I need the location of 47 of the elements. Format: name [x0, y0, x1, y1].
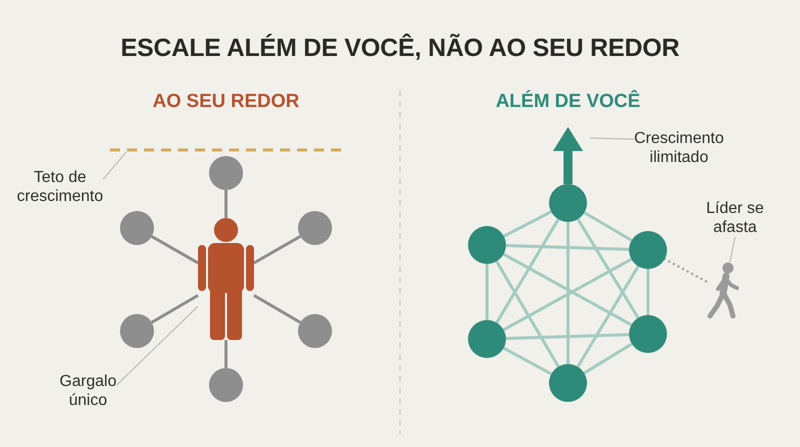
- connector-line: [253, 235, 301, 264]
- node-circle: [298, 211, 332, 245]
- callout-text: Líder se afasta: [704, 199, 766, 237]
- node-circle: [629, 315, 667, 353]
- node-circle: [120, 211, 154, 245]
- connector-line: [224, 190, 228, 218]
- connector-line: [506, 333, 630, 340]
- connector-line: [584, 211, 632, 242]
- arrow: [553, 127, 583, 184]
- connector-line: [583, 342, 633, 374]
- connector-line: [566, 222, 570, 364]
- diagram-title: ESCALE ALÉM DE VOCÊ, NÃO AO SEU REDOR: [120, 34, 680, 62]
- leader-line: [590, 137, 634, 140]
- leader-line: [729, 236, 736, 262]
- connector-line: [495, 260, 560, 368]
- leader-line: [116, 306, 198, 386]
- section-heading: AO SEU REDOR: [152, 91, 300, 113]
- connector-line: [150, 294, 199, 324]
- dotted-line: [663, 258, 708, 283]
- node-circle: [468, 226, 506, 264]
- node-circle: [468, 320, 506, 358]
- node-circle: [629, 231, 667, 269]
- connector-line: [506, 244, 630, 251]
- node-circle: [549, 184, 587, 222]
- connector-line: [502, 346, 552, 376]
- node-circle: [120, 314, 154, 348]
- connector-line: [495, 218, 560, 324]
- node-circle: [549, 364, 587, 402]
- node-circle: [209, 368, 243, 402]
- node-circle: [298, 314, 332, 348]
- node-circle: [209, 156, 243, 190]
- callout-text: Teto de crescimento: [16, 168, 104, 206]
- section-heading: ALÉM DE VOCÊ: [496, 91, 640, 113]
- connector-line: [151, 235, 199, 264]
- connector-line: [224, 340, 228, 368]
- leader-line: [102, 152, 127, 180]
- connector-line: [503, 210, 552, 238]
- person-figure: [198, 218, 254, 340]
- connector-line: [646, 269, 650, 315]
- walking-person-icon: [706, 262, 742, 320]
- connector-line: [253, 294, 302, 324]
- connector-line: [576, 266, 640, 368]
- callout-text: Crescimento ilimitado: [634, 129, 724, 167]
- ceiling-line: [110, 148, 343, 152]
- connector-line: [576, 218, 640, 319]
- connector-line: [486, 264, 488, 320]
- callout-text: Gargalo único: [60, 372, 116, 410]
